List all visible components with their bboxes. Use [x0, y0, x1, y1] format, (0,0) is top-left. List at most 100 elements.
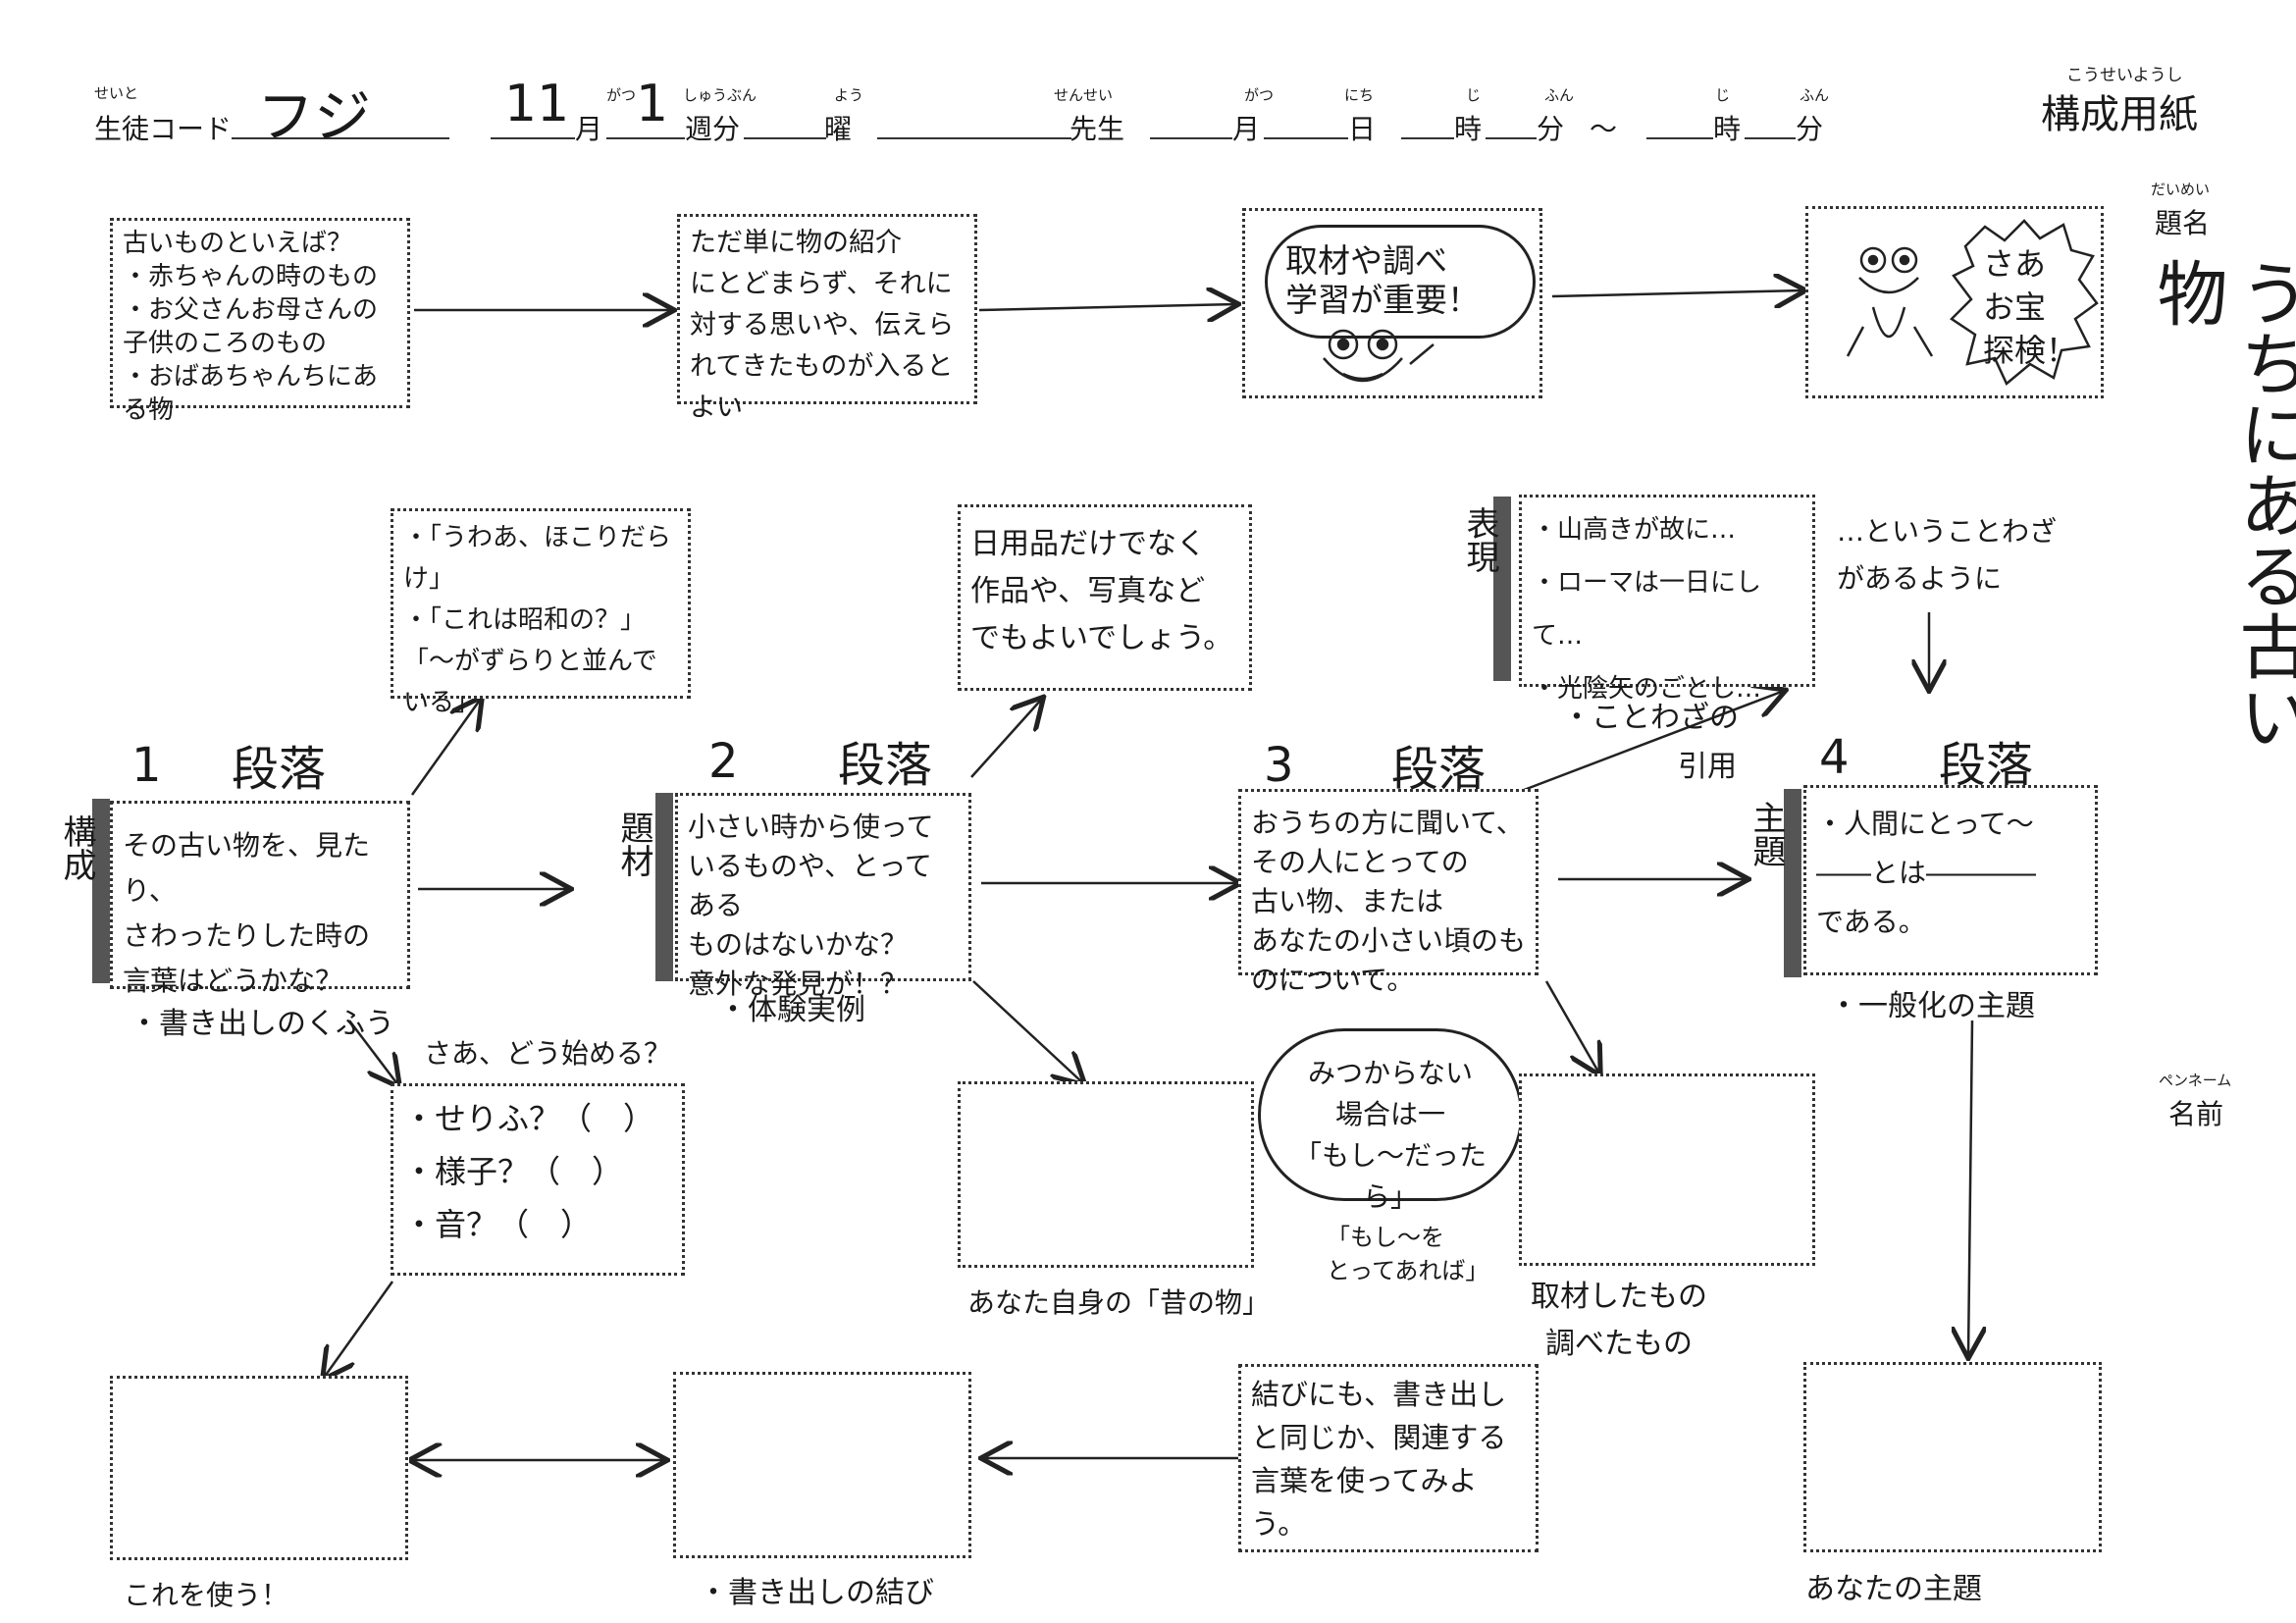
start-hint: さあ、どう始める？ [424, 1037, 672, 1070]
p1-main-box[interactable]: その古い物を、見たり、 さわったりした時の 言葉はどうかな？ [110, 801, 410, 997]
mine-caption: あなた自身の「昔の物」 [967, 1286, 1271, 1319]
cloud-text: みつからない 場合は一 「もし～だったら」 [1293, 1057, 1487, 1213]
p3-main-box[interactable]: おうちの方に聞いて、 その人にとっての 古い物、または あなたの小さい頃のものに… [1238, 789, 1539, 996]
cloud-bubble: みつからない 場合は一 「もし～だったら」 [1258, 1028, 1523, 1213]
quote-examples-text: ・「うわあ、ほこりだらけ」 ・「これは昭和の？」 「～がずらりと並んで いる」 [403, 523, 672, 717]
kotowaza-tab-label: 表現 [1460, 506, 1499, 573]
research-bubble-text: 取材や調べ 学習が重要！ [1285, 241, 1480, 319]
time-tilde: ～ [1590, 113, 1618, 145]
sheet-title: 構成用紙 [2041, 92, 2198, 137]
kotowaza-tab [1493, 497, 1511, 681]
p4-main-box[interactable]: ・人間にとって～ ――とは―――― である。 [1803, 785, 2098, 975]
day-line [744, 137, 826, 139]
items-example-box[interactable]: 日用品だけでなく 作品や、写真など でもよいでしょう。 [958, 504, 1252, 691]
p2-caption: ・体験実例 [718, 993, 865, 1027]
month-line [491, 137, 575, 139]
arrow-p1-start [348, 1020, 398, 1085]
top-box-research[interactable]: 取材や調べ 学習が重要！ [1242, 208, 1542, 398]
burst-bubble [1950, 219, 2099, 387]
quote-label: 引用 [1678, 750, 1737, 784]
time1-hour-label: 時 [1454, 113, 1483, 145]
day-ruby: よう [834, 86, 864, 104]
kotowaza-note: …ということわざ があるように [1837, 515, 2058, 595]
title-ruby: だいめい [2151, 181, 2211, 198]
start-options-text: ・せりふ？（ ） ・様子？（ ） ・音？（ ） [403, 1100, 655, 1243]
arrow-p2-items [970, 699, 1042, 778]
arrow-top-3 [1551, 290, 1803, 296]
p2-main-box[interactable]: 小さい時から使って いるものや、とってある ものはないかな？ 意外な発見が！？ [675, 793, 971, 1000]
month-label: 月 [575, 113, 603, 145]
theme-caption: あなたの主題 [1805, 1572, 1982, 1606]
week-label: 週分 [685, 113, 741, 145]
speech-bubble: 取材や調べ 学習が重要！ [1265, 225, 1536, 339]
arrow-p2-mine [972, 980, 1083, 1083]
date-month-label: 月 [1232, 113, 1261, 145]
arrow-top-2 [978, 304, 1236, 310]
mine-empty-box[interactable] [958, 1081, 1254, 1268]
p1-number: 1 [131, 738, 162, 793]
teacher-ruby: せんせい [1054, 86, 1114, 104]
time2-hour-label: 時 [1713, 113, 1742, 145]
kotowaza-caption: ・ことわざの [1562, 701, 1739, 735]
date-day-line [1264, 137, 1348, 139]
top-box-old-things-text: 古いものといえば？ ・赤ちゃんの時のもの ・お父さんお母さんの 子供のころのもの… [123, 229, 379, 425]
time2-min-line [1745, 137, 1796, 139]
use-empty-box[interactable] [110, 1376, 408, 1560]
date-day-label: 日 [1348, 113, 1377, 145]
quote-examples-box[interactable]: ・「うわあ、ほこりだらけ」 ・「これは昭和の？」 「～がずらりと並んで いる」 [391, 508, 691, 717]
kotowaza-text: ・山高きが故に… ・ローマは一日にして… ・光陰矢のごとし… [1532, 515, 1762, 704]
student-code-ruby: せいと [94, 84, 139, 102]
frog-icon [1323, 329, 1435, 383]
arrow-p3-research [1544, 980, 1599, 1073]
research-caption: 取材したもの 調べたもの [1531, 1280, 1707, 1361]
use-caption: これを使う！ [124, 1579, 289, 1611]
p2-tab [655, 793, 673, 981]
top-box-not-just-intro-text: ただ単に物の紹介 にとどまらず、それに 対する思いや、伝えら れてきたものが入る… [690, 228, 955, 423]
week-ruby: しゅうぶん [683, 86, 757, 104]
student-code-value[interactable]: フジ [257, 83, 372, 150]
arrow-start-use [324, 1281, 394, 1378]
p4-main-text: ・人間にとって～ ――とは―――― である。 [1816, 808, 2037, 938]
time2-hour-line [1646, 137, 1713, 139]
start-options-box[interactable]: ・せりふ？（ ） ・様子？（ ） ・音？（ ） [391, 1083, 685, 1276]
p4-caption: ・一般化の主題 [1829, 989, 2035, 1023]
top-box-old-things[interactable]: 古いものといえば？ ・赤ちゃんの時のもの ・お父さんお母さんの 子供のころのもの… [110, 218, 410, 425]
p2-number: 2 [708, 734, 739, 789]
time1-hour-line [1401, 137, 1454, 139]
top-box-treasure[interactable]: さあ お宝 探検！ [1805, 206, 2104, 398]
theme-empty-box[interactable] [1803, 1362, 2102, 1552]
time1-min-line [1486, 137, 1537, 139]
title-value[interactable]: うちにある古い物 [2145, 257, 2296, 752]
week-line [606, 137, 685, 139]
end-empty-box[interactable] [673, 1372, 971, 1558]
time2-hour-ruby: じ [1715, 86, 1731, 104]
ending-tip-box[interactable]: 結びにも、書き出し と同じか、関連する 言葉を使ってみよう。 [1238, 1364, 1539, 1552]
p1-label: 段落 [232, 742, 327, 797]
date-month-ruby: がつ [1244, 86, 1275, 104]
p1-tab [92, 799, 110, 983]
frog-icon [1846, 246, 1934, 357]
top-box-not-just-intro[interactable]: ただ単に物の紹介 にとどまらず、それに 対する思いや、伝えら れてきたものが入る… [677, 214, 977, 423]
teacher-line [877, 137, 1071, 139]
p4-tab [1784, 789, 1801, 977]
treasure-bubble-text: さあ お宝 探検！ [1983, 245, 2078, 369]
p1-caption: ・書き出しのくふう [130, 1007, 394, 1041]
p2-label: 段落 [838, 738, 933, 793]
kotowaza-box[interactable]: ・山高きが故に… ・ローマは一日にして… ・光陰矢のごとし… [1519, 495, 1815, 704]
time1-min-ruby: ふん [1544, 86, 1575, 104]
p4-tab-label: 主題 [1747, 801, 1786, 867]
p1-tab-label: 構成 [57, 814, 96, 881]
p4-label: 段落 [1939, 738, 2034, 793]
research-empty-box[interactable] [1519, 1073, 1815, 1266]
teacher-label: 先生 [1070, 113, 1125, 145]
cloud-note: 「もし～を とってあれば」 [1327, 1224, 1489, 1284]
name-ruby: ペンネーム [2159, 1072, 2232, 1089]
week-value[interactable]: 1 [636, 75, 669, 133]
day-label: 曜 [824, 113, 853, 145]
month-value[interactable]: 11 [504, 75, 570, 133]
p2-main-text: 小さい時から使って いるものや、とってある ものはないかな？ 意外な発見が！？ [688, 811, 934, 1000]
p2-tab-label: 題材 [614, 811, 653, 877]
end-caption: ・書き出しの結び [699, 1576, 934, 1610]
p4-number: 4 [1819, 730, 1850, 785]
sheet-ruby: こうせいようし [2066, 66, 2183, 85]
